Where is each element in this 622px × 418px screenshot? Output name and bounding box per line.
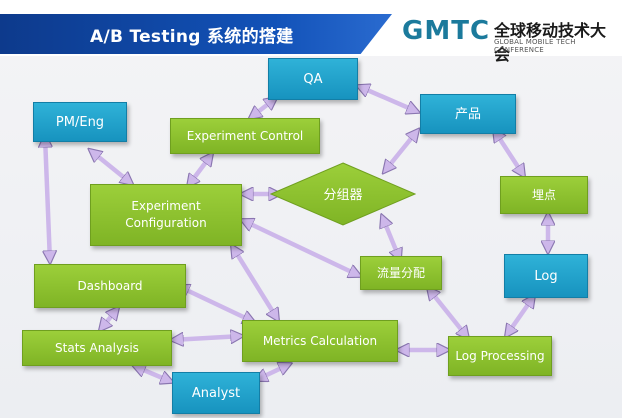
log-processing-node: Log Processing — [448, 336, 552, 376]
experiment-configuration-label: Experiment Configuration — [125, 199, 207, 230]
log-processing-label: Log Processing — [455, 348, 545, 363]
metrics-calculation-node: Metrics Calculation — [242, 320, 398, 362]
arrow-product-tracking — [494, 130, 524, 176]
logo-text: GMTC — [402, 16, 491, 46]
dashboard-label: Dashboard — [77, 278, 143, 293]
arrow-dashboard-metrics — [178, 286, 254, 322]
dashboard-node: Dashboard — [34, 264, 186, 308]
splitter-diamond — [270, 162, 416, 226]
arrow-log-logprocessing — [506, 296, 534, 336]
arrow-stats-analyst — [134, 366, 172, 382]
arrow-qa-experiment-control — [250, 98, 276, 118]
logo-english-name: GLOBAL MOBILE TECH CONFERENCE — [494, 38, 576, 54]
splitter-label: 分组器 — [323, 188, 363, 203]
stats-analysis-node: Stats Analysis — [22, 330, 172, 366]
arrow-config-metrics — [232, 246, 278, 320]
pm-eng-label: PM/Eng — [55, 114, 105, 130]
arrow-product-splitter — [384, 130, 418, 172]
log-label: Log — [534, 268, 558, 284]
analyst-node: Analyst — [172, 372, 260, 414]
analyst-label: Analyst — [191, 385, 241, 401]
experiment-control-label: Experiment Control — [186, 128, 304, 143]
header: A/B Testing 系统的搭建 GMTC 全球移动技术大会 GLOBAL M… — [0, 0, 622, 64]
pm-eng-node: PM/Eng — [33, 102, 127, 142]
qa-node: QA — [268, 58, 358, 100]
title-band — [0, 14, 392, 54]
arrow-experiment-control-config — [188, 154, 212, 186]
arrow-config-traffic — [242, 220, 360, 276]
arrow-splitter-traffic — [382, 216, 400, 260]
arrow-pmeng-dashboard — [45, 136, 50, 262]
logo-chinese-name: 全球移动技术大会 — [494, 21, 607, 64]
arrow-pmeng-experiment-config — [90, 150, 132, 184]
traffic-allocation-label: 流量分配 — [376, 265, 425, 280]
arrow-metrics-analyst — [256, 364, 290, 380]
log-node: Log — [504, 254, 588, 298]
product-label: 产品 — [454, 106, 481, 122]
arrow-dashboard-stats — [100, 308, 118, 330]
slide-title: A/B Testing 系统的搭建 — [90, 27, 294, 47]
gmtc-logo: GMTC 全球移动技术大会 GLOBAL MOBILE TECH CONFERE… — [402, 16, 612, 64]
stats-analysis-label: Stats Analysis — [55, 340, 139, 355]
arrow-traffic-logprocessing — [428, 288, 468, 338]
tracking-label: 埋点 — [531, 187, 556, 202]
tracking-node: 埋点 — [500, 176, 588, 214]
arrow-qa-product — [358, 86, 418, 112]
qa-label: QA — [303, 71, 323, 87]
traffic-allocation-node: 流量分配 — [360, 256, 442, 290]
metrics-calculation-label: Metrics Calculation — [262, 333, 378, 348]
product-node: 产品 — [420, 94, 516, 134]
experiment-control-node: Experiment Control — [170, 118, 320, 154]
experiment-configuration-node: Experiment Configuration — [90, 184, 242, 246]
arrow-stats-metrics — [172, 336, 242, 340]
